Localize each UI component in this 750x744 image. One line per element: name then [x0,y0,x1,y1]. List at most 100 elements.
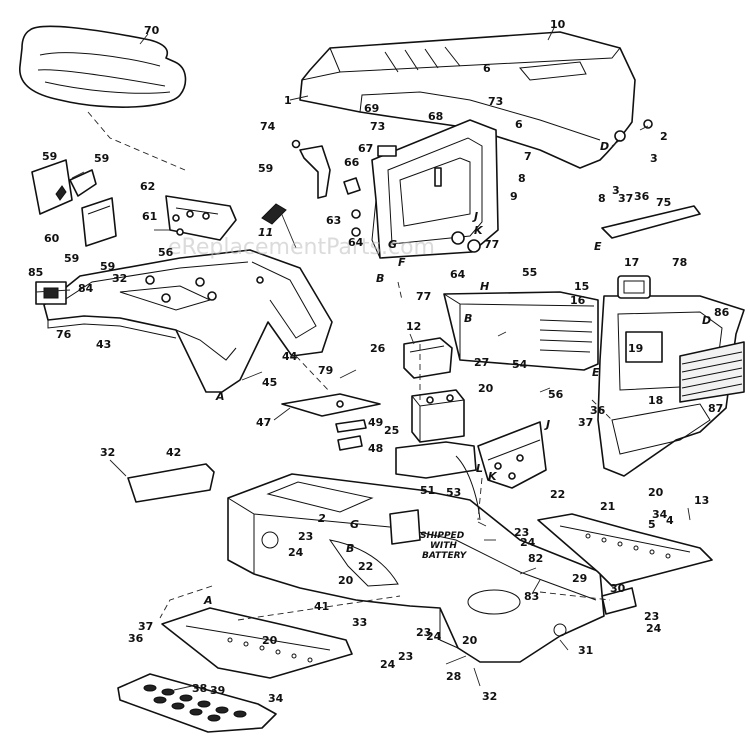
callout-3a: 3 [650,152,658,165]
seat [19,25,187,108]
leader-lines [35,27,691,691]
callout-32b: 32 [100,446,115,459]
callout-78: 78 [672,256,687,269]
callout-37a: 37 [618,192,633,205]
mounting-plate [281,393,381,417]
callout-74: 74 [260,120,276,133]
callout-59c: 59 [258,162,273,175]
callout-12: 12 [406,320,421,333]
callout-4: 4 [666,514,674,527]
callout-20d: 20 [262,634,278,647]
callout-K2: K [488,470,498,483]
right-footrest [537,513,713,615]
callout-86: 86 [714,306,730,319]
callout-39: 39 [210,684,225,697]
callout-36b: 36 [590,404,606,417]
stripe-75 [601,205,701,239]
callout-75: 75 [656,196,671,209]
callout-83: 83 [524,590,539,603]
callout-23a: 23 [298,530,313,543]
callout-13: 13 [694,494,709,507]
callout-42: 42 [166,446,181,459]
callout-27: 27 [474,356,489,369]
callout-38: 38 [192,682,207,695]
callout-10: 10 [550,18,566,31]
callout-H: H [480,280,489,293]
watermark: eReplacementParts.com [168,235,435,260]
callout-63: 63 [326,214,341,227]
callout-64a: 64 [348,236,364,249]
callout-8b: 8 [598,192,606,205]
callout-18: 18 [648,394,663,407]
callout-76: 76 [56,328,72,341]
callout-49: 49 [368,416,383,429]
callout-56a: 56 [158,246,174,259]
callout-55: 55 [522,266,537,279]
callout-77b: 77 [416,290,431,303]
dash-panel [371,119,499,259]
alignment-dashes [159,281,613,621]
callout-K1: K [474,224,484,237]
callout-B1: B [376,272,384,285]
callout-24a: 24 [288,546,304,559]
seat-dash-line [87,111,186,171]
callout-22b: 22 [358,560,373,573]
callout-37c: 37 [138,620,153,633]
nose-grille [597,295,745,477]
callout-L: L [476,462,483,475]
nose-lamp [617,275,651,299]
hood [299,31,653,169]
callout-73a: 73 [488,95,503,108]
callout-A1: A [215,390,225,403]
callout-19: 19 [628,342,643,355]
callout-20e: 20 [462,634,478,647]
throttle-lever [261,203,297,249]
callout-70: 70 [144,24,160,37]
callout-28: 28 [446,670,461,683]
callout-26: 26 [370,342,386,355]
callout-84: 84 [78,282,94,295]
callout-5: 5 [648,518,656,531]
callout-34a: 34 [652,508,668,521]
shipped-line-1: SHIPPED [420,531,465,541]
callout-3b: 3 [612,184,620,197]
callout-20b: 20 [648,486,664,499]
callout-60: 60 [44,232,60,245]
callout-48: 48 [368,442,383,455]
callout-64b: 64 [450,268,466,281]
callout-31: 31 [578,644,593,657]
callout-B3: B [346,542,354,555]
callout-25: 25 [384,424,399,437]
callout-59d: 59 [64,252,79,265]
callout-67: 67 [358,142,373,155]
callout-15: 15 [574,280,589,293]
callout-7: 7 [524,150,532,163]
callout-20a: 20 [478,382,494,395]
callout-E2: E [592,366,600,379]
callout-23c: 23 [644,610,659,623]
callout-9: 9 [510,190,518,203]
callout-23b: 23 [514,526,529,539]
battery-box [443,291,599,371]
callout-D1: D [600,140,609,153]
callout-17: 17 [624,256,639,269]
callout-45: 45 [262,376,277,389]
callout-B2: B [464,312,472,325]
callout-87: 87 [708,402,723,415]
seat-bracket [165,195,237,241]
callout-32c: 32 [482,690,497,703]
callout-79: 79 [318,364,333,377]
callout-85: 85 [28,266,43,279]
callout-30: 30 [610,582,626,595]
callout-20c: 20 [338,574,354,587]
callout-24c: 24 [646,622,662,635]
headlight [35,281,67,305]
callout-11: 11 [258,226,273,239]
callout-33: 33 [352,616,367,629]
battery-cable [455,455,481,521]
left-footrest [117,607,353,733]
callout-62: 62 [140,180,155,193]
callout-16: 16 [570,294,586,307]
callout-1: 1 [284,94,292,107]
callout-56b: 56 [548,388,564,401]
